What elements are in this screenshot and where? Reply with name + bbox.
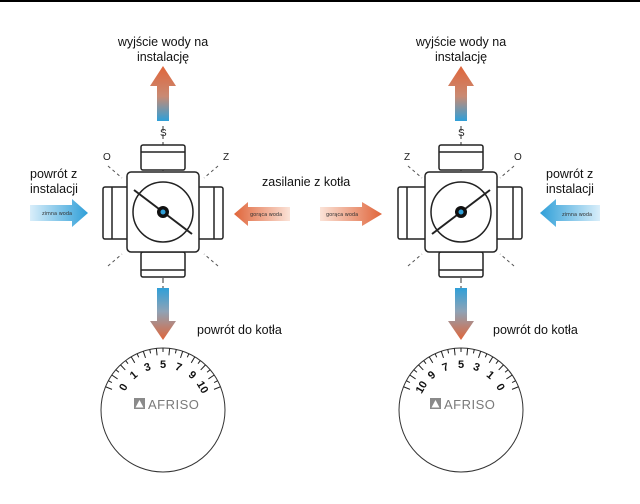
left-afriso-logo-icon (134, 398, 145, 409)
right-port-z: Z (404, 152, 410, 163)
left-brand-label: AFRISO (148, 397, 199, 412)
right-brand-label: AFRISO (444, 397, 495, 412)
dial-tick (423, 360, 427, 365)
dial-tick (453, 348, 456, 356)
dial-tick (498, 364, 504, 371)
right-cold-water-label: zimna woda (562, 212, 592, 218)
dial-number: 5 (160, 359, 166, 371)
dial-tick (136, 353, 140, 358)
dial-tick (428, 356, 434, 364)
left-arrow-up-icon (150, 66, 176, 121)
dial-tick (504, 369, 509, 373)
dial-tick (403, 386, 411, 390)
dial-tick (466, 348, 469, 356)
dial-tick (105, 386, 113, 390)
right-cold-arrow-left-icon: zimna woda (540, 199, 600, 227)
dial-tick (406, 380, 411, 384)
left-outlet-label-line1: wyjście wody na (117, 35, 208, 49)
right-port-o: O (514, 152, 522, 163)
dial-tick (213, 386, 221, 390)
right-hot-arrow-right-icon: gorąca woda (320, 202, 382, 226)
dial-tick (206, 369, 211, 373)
dial-number: 3 (143, 361, 153, 374)
dial-tick (511, 380, 516, 384)
right-return-boiler-label: powrót do kotła (493, 323, 578, 337)
left-port-s: S (160, 128, 167, 139)
dial-number: 0 (117, 382, 130, 393)
dial-tick (180, 351, 184, 359)
dial-tick (472, 349, 475, 354)
dial-tick (434, 353, 438, 358)
dial-number: 5 (458, 359, 464, 371)
dial-tick (186, 353, 190, 358)
dial-tick (511, 386, 519, 390)
dial-tick (197, 360, 201, 365)
dial-tick (111, 374, 118, 380)
dial-tick (409, 374, 416, 380)
right-outlet-label-line2: instalację (435, 50, 487, 64)
left-return-label-line2: instalacji (30, 182, 78, 196)
left-cold-water-label: zimna woda (42, 211, 72, 217)
dial-tick (174, 349, 177, 354)
dial-number: 7 (441, 361, 451, 374)
left-arrow-down-icon (150, 288, 176, 340)
left-hot-water-label: gorąca woda (250, 212, 282, 218)
right-arrow-down-icon (448, 288, 474, 340)
dial-number: 10 (194, 379, 211, 396)
dial-tick (108, 380, 113, 384)
dial-tick (142, 351, 146, 359)
left-valve: wyjście wody na instalację S O Z (30, 35, 290, 473)
dial-tick (168, 348, 171, 356)
right-port-s: S (458, 128, 465, 139)
dial-tick (506, 374, 513, 380)
dial-tick (190, 356, 196, 364)
dial-tick (440, 351, 444, 359)
dial-tick (208, 374, 215, 380)
dial-tick (149, 349, 152, 354)
supply-label: zasilanie z kotła (262, 175, 350, 189)
left-outlet-label-line2: instalację (137, 50, 189, 64)
right-return-label-line2: instalacji (546, 182, 594, 196)
dial-tick (478, 351, 482, 359)
dial-tick (484, 353, 488, 358)
left-cold-arrow-right-icon: zimna woda (30, 199, 88, 227)
dial-tick (418, 364, 424, 371)
dial-tick (130, 356, 136, 364)
dial-tick (155, 348, 158, 356)
dial-tick (213, 380, 218, 384)
left-return-label-line1: powrót z (30, 167, 77, 181)
dial-tick (488, 356, 494, 364)
right-arrow-up-icon (448, 66, 474, 121)
right-afriso-logo-icon (430, 398, 441, 409)
dial-tick (115, 369, 120, 373)
left-port-o: O (103, 152, 111, 163)
top-border (0, 0, 640, 2)
dial-tick (413, 369, 418, 373)
dial-tick (125, 360, 129, 365)
dial-number: 3 (471, 361, 481, 374)
dial-number: 0 (493, 382, 506, 393)
left-hot-arrow-left-icon: gorąca woda (234, 202, 290, 226)
dial-tick (447, 349, 450, 354)
dial-tick (120, 364, 126, 371)
left-port-z: Z (223, 152, 229, 163)
right-return-label-line1: powrót z (546, 167, 593, 181)
dial-tick (495, 360, 499, 365)
left-return-boiler-label: powrót do kotła (197, 323, 282, 337)
dial-number: 10 (414, 379, 431, 396)
right-outlet-label-line1: wyjście wody na (415, 35, 506, 49)
right-valve: wyjście wody na instalację S Z O (320, 35, 600, 473)
dial-tick (200, 364, 206, 371)
dial-number: 7 (173, 361, 183, 374)
right-hot-water-label: gorąca woda (326, 212, 358, 218)
